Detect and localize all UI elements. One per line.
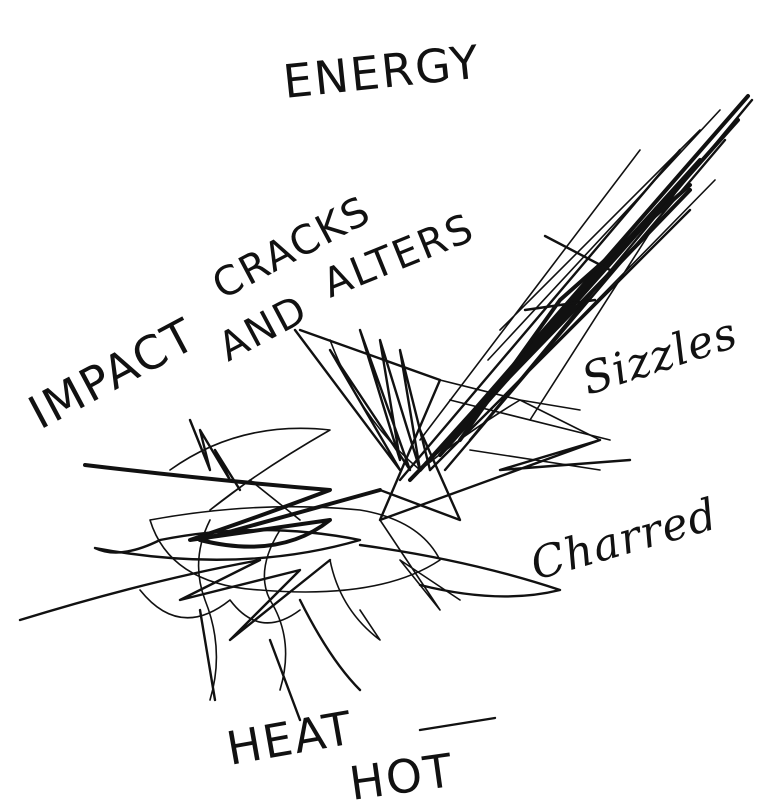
heat-waves (199, 520, 495, 730)
label-hot: HOT (346, 743, 457, 809)
charred-crater (20, 420, 560, 720)
energy-beam (400, 96, 752, 480)
label-sizzles: Sizzles (576, 307, 744, 405)
label-heat: HEAT (223, 700, 358, 775)
label-impact: IMPACT (20, 307, 205, 440)
label-energy: ENERGY (281, 35, 484, 109)
label-charred: Charred (525, 489, 723, 591)
